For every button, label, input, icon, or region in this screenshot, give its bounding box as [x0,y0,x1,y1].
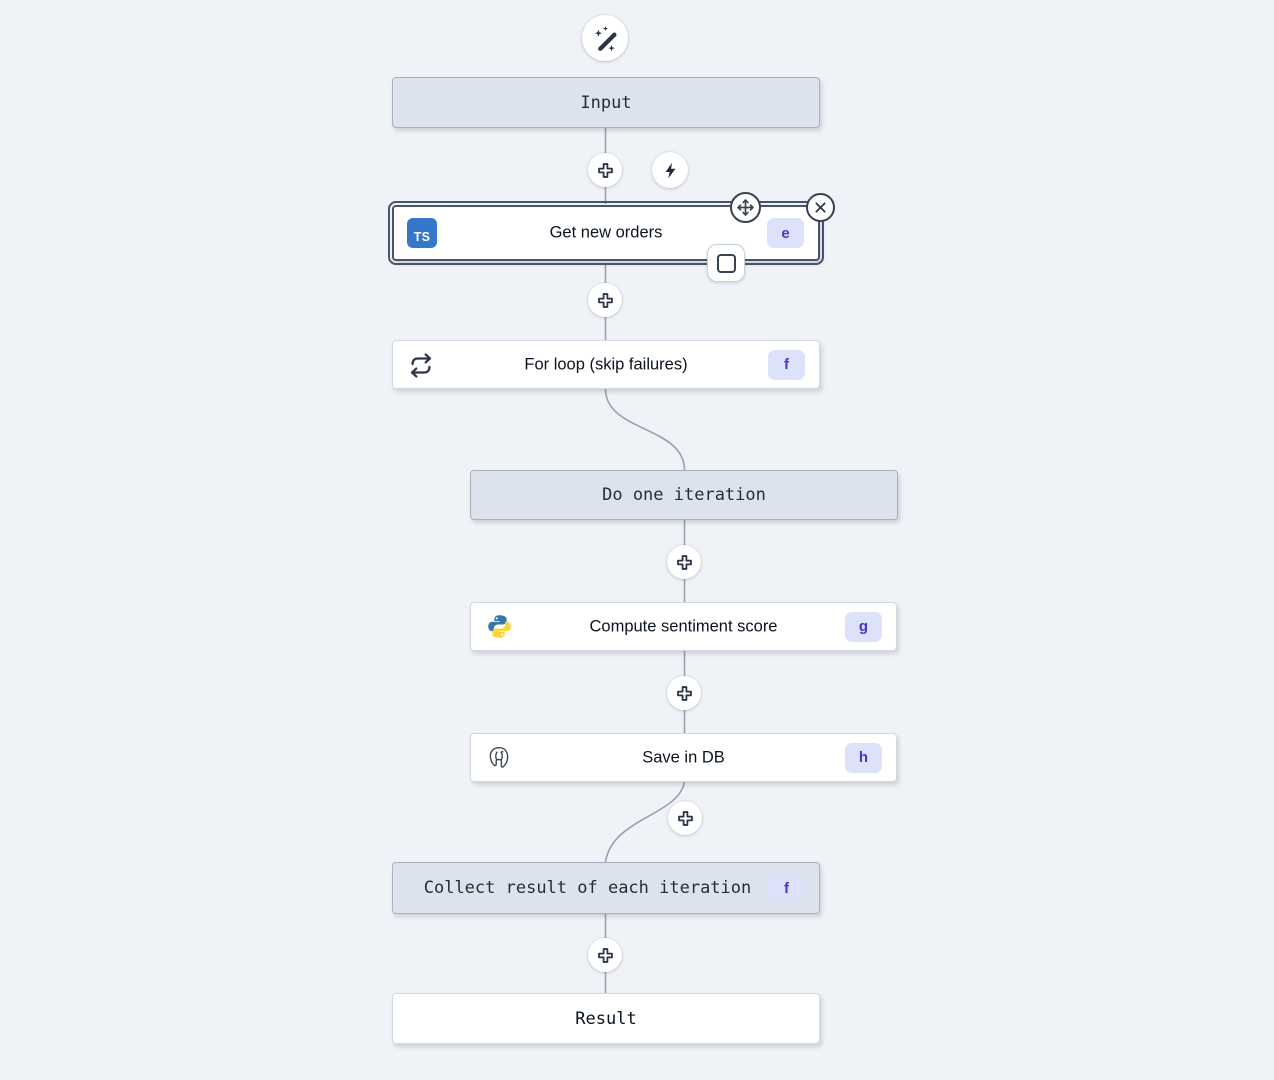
square-icon [716,253,736,273]
step-id-badge: e [767,218,804,248]
step-id-badge: h [845,742,882,773]
node-collect-result-label: Collect result of each iteration [423,878,752,898]
node-compute-sentiment-score[interactable]: Compute sentiment score g [470,602,897,651]
step-id-badge: f [768,349,805,380]
plus-icon [596,161,615,180]
node-collect-result[interactable]: Collect result of each iteration f [392,862,820,914]
typescript-icon-text: TS [407,218,437,248]
add-trigger-button[interactable] [652,152,688,188]
step-id-badge: g [845,611,882,642]
step-id-badge: f [768,873,805,903]
node-do-one-iteration-label: Do one iteration [602,485,766,505]
node-get-new-orders-label: Get new orders [549,223,663,242]
close-icon [813,200,828,215]
node-save-in-db[interactable]: Save in DB h [470,733,897,782]
node-compute-sentiment-score-label: Compute sentiment score [589,617,778,635]
insert-step-button[interactable] [667,676,701,710]
move-node-button[interactable] [730,192,761,223]
repeat-loop-icon [405,349,437,381]
magic-wand-icon [590,23,620,53]
node-get-new-orders[interactable]: TS Get new orders e [388,201,824,265]
node-do-one-iteration[interactable]: Do one iteration [470,470,898,520]
python-icon [483,611,515,643]
postgresql-icon [483,742,515,774]
node-box-toggle-button[interactable] [707,244,745,282]
node-for-loop-label: For loop (skip failures) [524,355,688,373]
typescript-icon: TS [406,217,438,249]
lightning-bolt-icon [661,161,680,180]
move-arrows-icon [736,198,755,217]
insert-step-button[interactable] [588,938,622,972]
plus-icon [675,553,694,572]
insert-step-button[interactable] [588,283,622,317]
plus-icon [675,684,694,703]
insert-step-button[interactable] [667,545,701,579]
node-result[interactable]: Result [392,993,820,1044]
plus-icon [676,809,695,828]
plus-icon [596,946,615,965]
insert-step-button[interactable] [588,153,622,187]
insert-step-button[interactable] [668,801,702,835]
node-input-label: Input [580,92,632,113]
node-input[interactable]: Input [392,77,820,128]
plus-icon [596,291,615,310]
node-save-in-db-label: Save in DB [642,748,725,766]
ai-flow-button[interactable] [582,15,628,61]
node-for-loop[interactable]: For loop (skip failures) f [392,340,820,389]
edge-for-loop-to-iteration [604,388,686,471]
close-selection-button[interactable] [806,193,835,222]
node-result-label: Result [575,1008,637,1029]
